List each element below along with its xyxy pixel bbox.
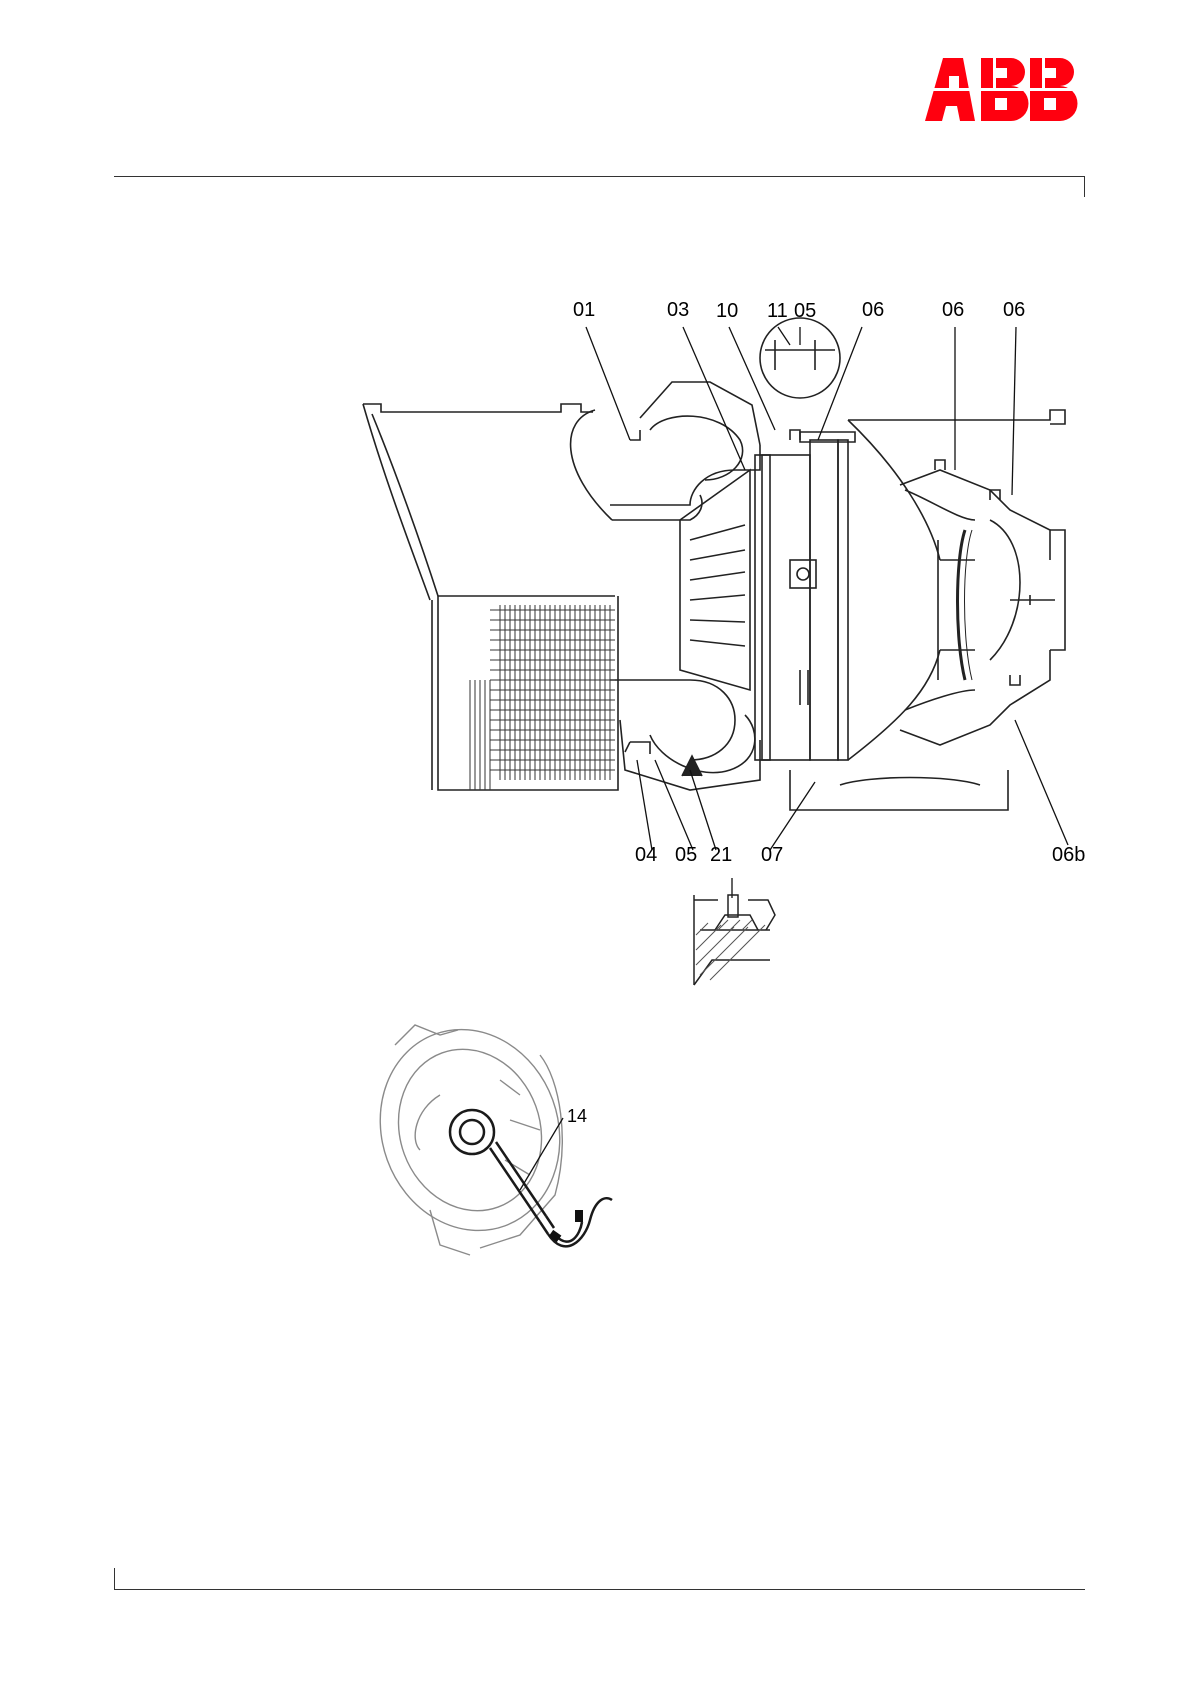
footer-rule-tick (114, 1568, 115, 1589)
callout-label: 14 (567, 1106, 587, 1126)
footer-rule (114, 1589, 1085, 1590)
